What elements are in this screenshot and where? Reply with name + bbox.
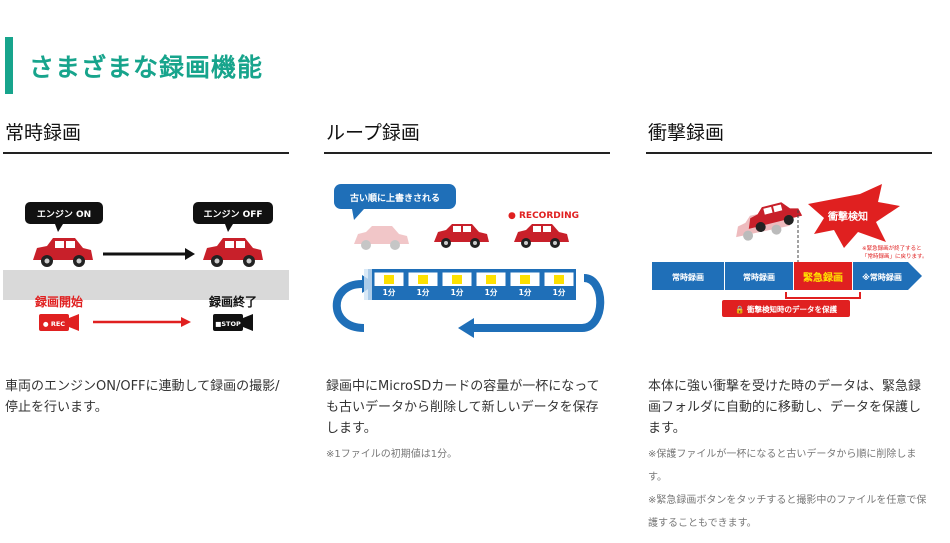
protect-label: 🔒 衝撃検知時のデータを保護: [735, 304, 837, 314]
overwrite-bubble: [334, 184, 456, 209]
continuous-recording-diagram: エンジン ON エンジン OFF 録画開始 録画終了: [3, 202, 289, 355]
feature-description: 車両のエンジンON/OFFに連動して録画の撮影/停止を行います。: [5, 379, 280, 415]
red-arrow-right-icon: [93, 317, 191, 327]
description-text: 本体に強い衝撃を受けた時のデータは、緊急録画フォルダに自動的に移動し、データを保…: [648, 379, 922, 436]
car-icon: [33, 238, 93, 267]
feature-impact-recording: 衝撃録画 衝撃検知 ※緊急録画が終了すると 「常時録画」に戻ります。 常時録画 …: [646, 118, 932, 529]
file-icon: [384, 275, 394, 284]
segment-label: 1分: [383, 287, 396, 297]
loop-arrow-icon: [332, 274, 605, 332]
segment-list: 1分 1分 1分 1分 1分 1分: [373, 271, 575, 298]
feature-note: ※1ファイルの初期値は1分。: [326, 449, 458, 460]
rec-start-label: 録画開始: [35, 294, 83, 309]
loop-arrowhead-left: [458, 318, 474, 338]
heading-accent-bar: [5, 37, 13, 94]
car-icon: [514, 224, 569, 248]
recording-label: ● RECORDING: [508, 211, 579, 221]
svg-text:■STOP: ■STOP: [215, 320, 241, 328]
loop-segment: 1分: [441, 271, 473, 298]
red-camera-icon: ● REC: [39, 314, 79, 331]
feature-description: 録画中にMicroSDカードの容量が一杯になっても古いデータから削除して新しいデ…: [326, 376, 610, 466]
file-icon: [418, 275, 428, 284]
tilted-car-icon: [748, 202, 803, 232]
feature-loop-recording: ループ録画 古い順に上書きされる ● RECORDING: [324, 118, 610, 460]
loop-recording-diagram: 古い順に上書きされる ● RECORDING: [332, 184, 605, 338]
protect-badge: [722, 300, 850, 317]
feature-continuous-recording: 常時録画 エンジン ON エンジン OFF: [3, 118, 289, 415]
car-icon: [203, 238, 263, 267]
timeline-segment-emergency: 緊急録画: [803, 271, 843, 284]
page-title: さまざまな録画機能: [29, 52, 264, 82]
engine-on-label: エンジン ON: [37, 209, 91, 220]
arrow-right-icon: [103, 248, 195, 260]
loop-segment: 1分: [475, 271, 507, 298]
feature-title: 衝撃録画: [646, 118, 932, 154]
faded-car-icon: [354, 226, 409, 250]
road-band: [3, 270, 289, 300]
side-note-2: 「常時録画」に戻ります。: [862, 252, 927, 260]
engine-off-label: エンジン OFF: [203, 209, 262, 220]
feature-title: 常時録画: [3, 118, 289, 154]
feature-note: ※保護ファイルが一杯になると古いデータから順に削除します。: [648, 449, 917, 483]
file-icon: [452, 275, 462, 284]
file-icon: [520, 275, 530, 284]
engine-off-bubble: [193, 202, 273, 224]
segment-label: 1分: [519, 287, 532, 297]
rec-end-label: 録画終了: [209, 294, 257, 309]
impact-burst-icon: [808, 184, 900, 248]
impact-label: 衝撃検知: [827, 210, 868, 223]
recording-timeline: 常時録画 常時録画 緊急録画 ※常時録画: [652, 262, 922, 290]
timeline-segment: 常時録画: [743, 272, 775, 282]
feature-description: 本体に強い衝撃を受けた時のデータは、緊急録画フォルダに自動的に移動し、データを保…: [648, 376, 932, 535]
side-note-1: ※緊急録画が終了すると: [862, 244, 922, 252]
segment-label: 1分: [485, 287, 498, 297]
segment-label: 1分: [417, 287, 430, 297]
file-icon: [554, 275, 564, 284]
segment-label: 1分: [553, 287, 566, 297]
loop-segment: 1分: [509, 271, 541, 298]
engine-on-bubble: [25, 202, 103, 224]
timeline-segment: ※常時録画: [862, 272, 902, 282]
description-text: 録画中にMicroSDカードの容量が一杯になっても古いデータから削除して新しいデ…: [326, 379, 600, 436]
timeline-segment: 常時録画: [672, 272, 704, 282]
file-icon: [486, 275, 496, 284]
overwrite-label: 古い順に上書きされる: [350, 192, 440, 204]
segment-label: 1分: [451, 287, 464, 297]
loop-segment: 1分: [543, 271, 575, 298]
page-heading: さまざまな録画機能: [5, 37, 263, 94]
protect-bracket: [785, 292, 861, 299]
impact-recording-diagram: 衝撃検知 ※緊急録画が終了すると 「常時録画」に戻ります。 常時録画 常時録画 …: [652, 184, 927, 317]
black-camera-icon: ■STOP: [213, 314, 253, 331]
car-icon: [434, 224, 489, 248]
loop-segment: 1分: [407, 271, 439, 298]
loop-segment: 1分: [373, 271, 405, 298]
feature-title: ループ録画: [324, 118, 610, 154]
feature-note: ※緊急録画ボタンをタッチすると撮影中のファイルを任意で保護することもできます。: [648, 495, 927, 529]
svg-text:● REC: ● REC: [43, 320, 65, 328]
